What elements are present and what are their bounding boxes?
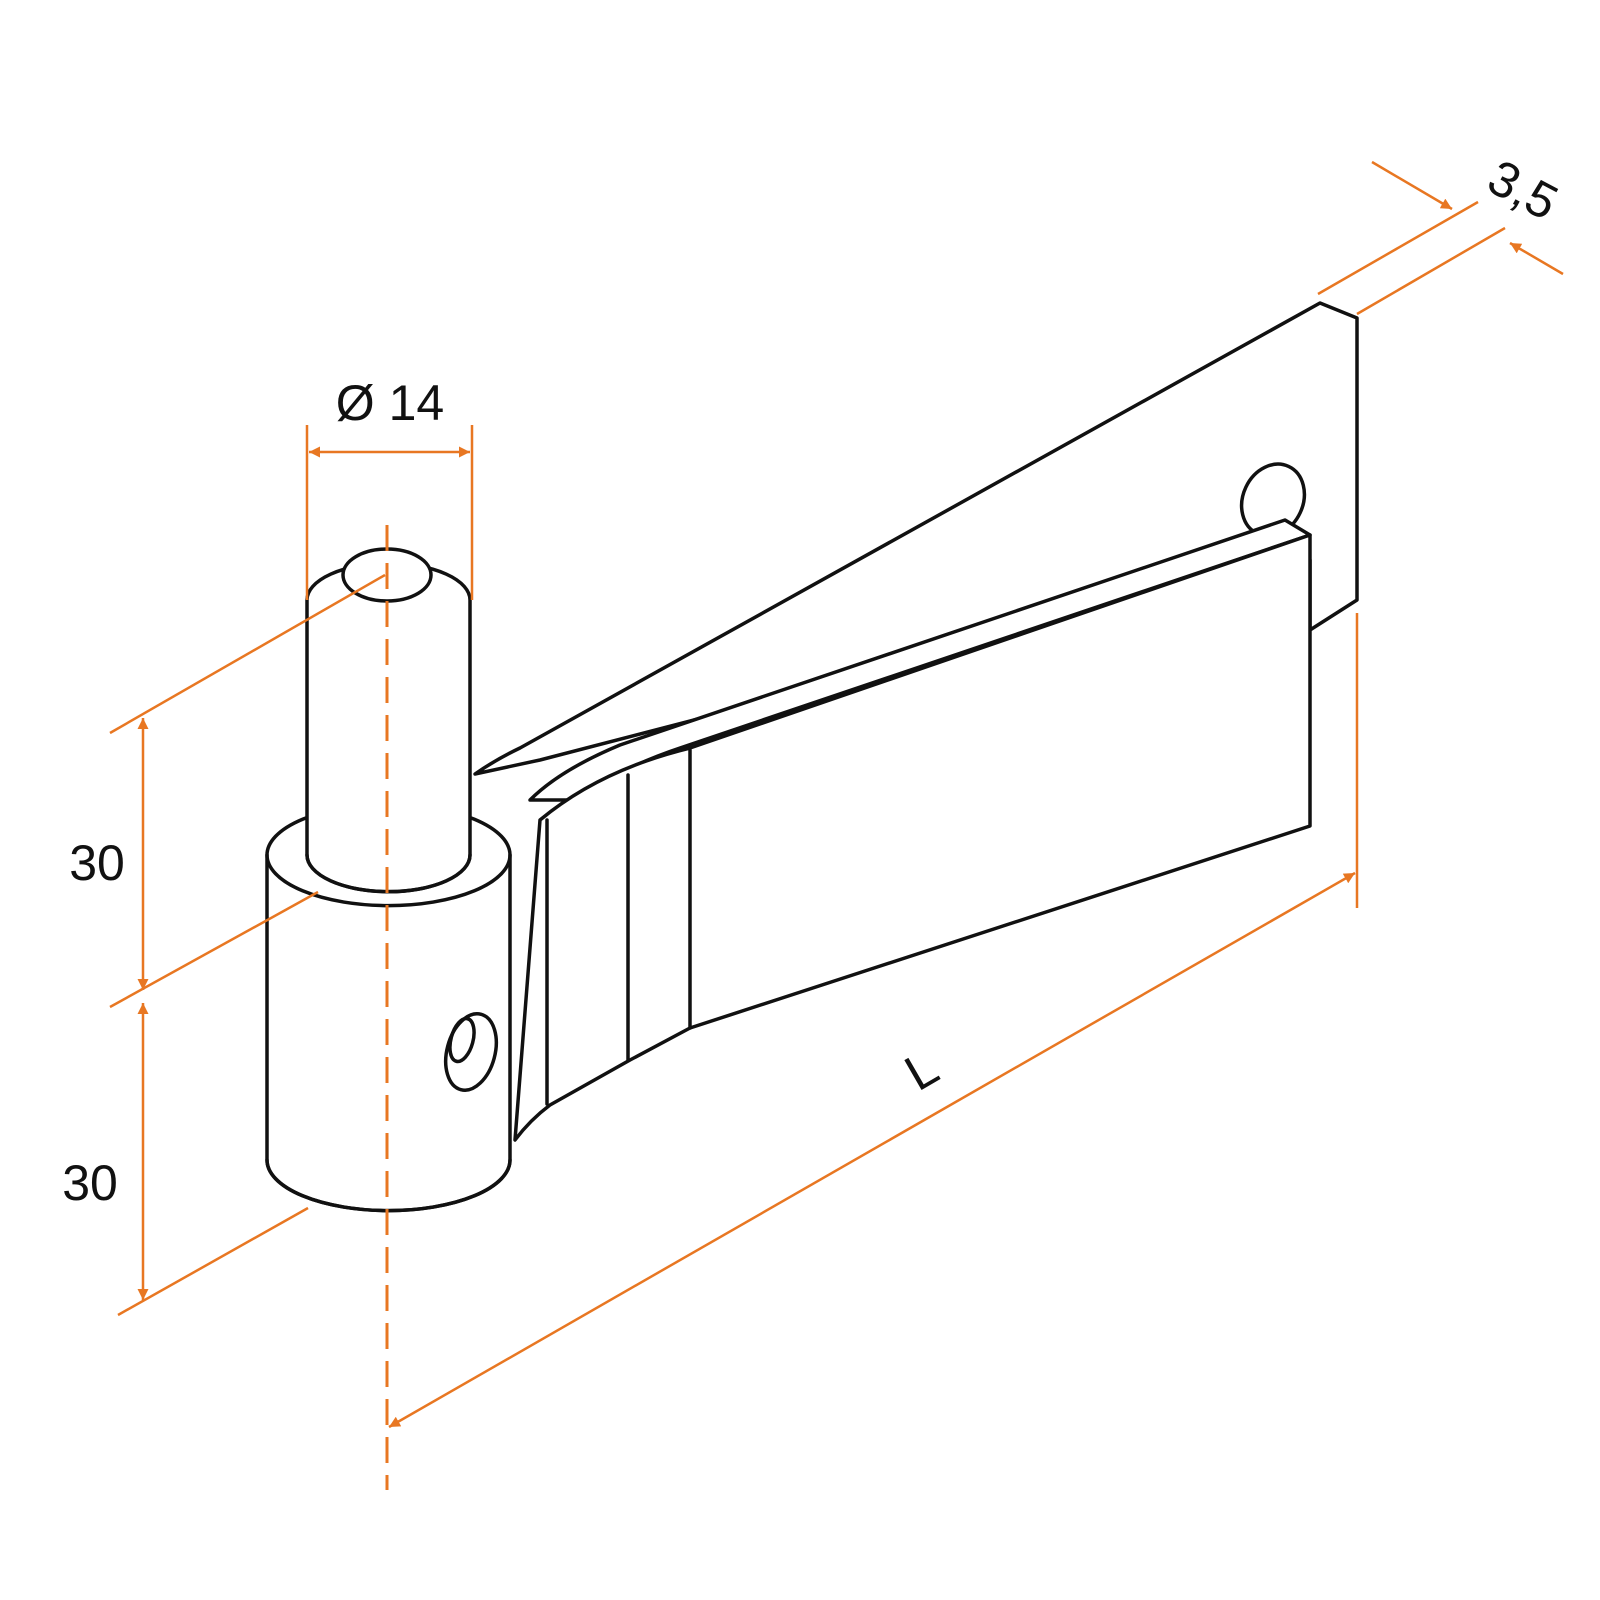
strap-thickness-label: 3,5 xyxy=(1479,149,1567,231)
pin-top-extension xyxy=(109,573,386,735)
thickness-extension-top xyxy=(1317,200,1479,296)
thickness-extension-bottom xyxy=(1356,226,1506,316)
pin-height-label: 30 xyxy=(69,835,125,891)
strap-length-dimension-line xyxy=(388,871,1356,1429)
dimension-annotations: Ø 14 30 30 L 3,5 xyxy=(62,149,1567,1490)
pin-diameter-label: Ø 14 xyxy=(336,375,444,431)
knuckle-height-label: 30 xyxy=(62,1155,118,1211)
strap-length-label: L xyxy=(895,1039,947,1101)
knuckle-bottom-extension xyxy=(117,1206,309,1317)
hinge-body xyxy=(265,301,1359,1213)
thickness-arrow-lower xyxy=(1509,241,1564,276)
thickness-arrow-upper xyxy=(1371,160,1453,211)
